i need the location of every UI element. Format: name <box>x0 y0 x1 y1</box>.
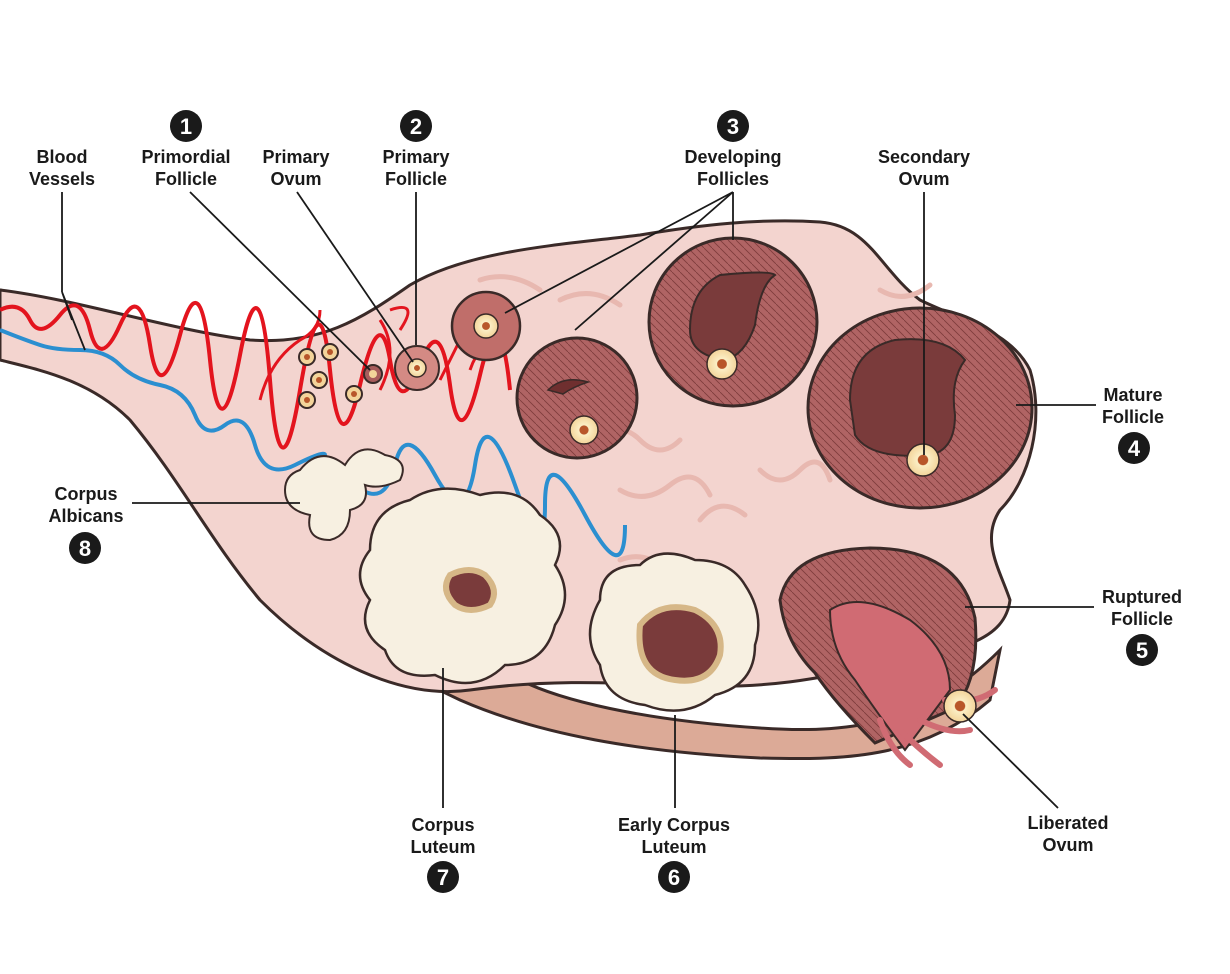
svg-text:Follicle: Follicle <box>155 169 217 189</box>
leader-lines <box>61 191 1096 809</box>
svg-text:Corpus: Corpus <box>55 484 118 504</box>
developing-follicle-small <box>450 290 522 362</box>
svg-text:Ovum: Ovum <box>898 169 949 189</box>
svg-text:Ovum: Ovum <box>1042 835 1093 855</box>
label-liberated-ovum: Liberated Ovum <box>1027 813 1108 855</box>
badge-5 <box>1126 634 1158 666</box>
svg-text:6: 6 <box>668 865 680 890</box>
svg-text:Albicans: Albicans <box>48 506 123 526</box>
svg-text:Luteum: Luteum <box>642 837 707 857</box>
corpus-luteum <box>358 487 567 685</box>
badge-4 <box>1118 432 1150 464</box>
svg-text:2: 2 <box>410 114 422 139</box>
svg-text:5: 5 <box>1136 638 1148 663</box>
label-mature-follicle: Mature Follicle 4 <box>1102 385 1164 464</box>
mature-follicle <box>806 306 1034 510</box>
svg-text:Mature: Mature <box>1103 385 1162 405</box>
svg-text:1: 1 <box>180 114 192 139</box>
svg-text:7: 7 <box>437 865 449 890</box>
svg-text:Primary: Primary <box>382 147 449 167</box>
primordial-follicles <box>298 343 383 409</box>
badge-1 <box>170 110 202 142</box>
svg-text:Blood: Blood <box>37 147 88 167</box>
label-primary-follicle: 2 Primary Follicle <box>382 110 450 189</box>
svg-text:Ovum: Ovum <box>270 169 321 189</box>
svg-text:Primordial: Primordial <box>141 147 230 167</box>
svg-text:Follicle: Follicle <box>1102 407 1164 427</box>
svg-text:Luteum: Luteum <box>411 837 476 857</box>
badge-3 <box>717 110 749 142</box>
svg-text:Follicle: Follicle <box>1111 609 1173 629</box>
badge-7 <box>427 861 459 893</box>
svg-text:Follicles: Follicles <box>697 169 769 189</box>
badge-8 <box>69 532 101 564</box>
developing-follicle-large <box>647 236 819 408</box>
svg-text:Follicle: Follicle <box>385 169 447 189</box>
svg-text:3: 3 <box>727 114 739 139</box>
svg-text:Corpus: Corpus <box>412 815 475 835</box>
svg-text:8: 8 <box>79 536 91 561</box>
corpus-albicans <box>283 448 404 542</box>
svg-text:Early Corpus: Early Corpus <box>618 815 730 835</box>
badge-6 <box>658 861 690 893</box>
label-early-corpus-luteum: Early Corpus Luteum 6 <box>618 815 730 893</box>
label-developing-follicles: 3 Developing Follicles <box>684 110 782 189</box>
svg-text:Secondary: Secondary <box>878 147 970 167</box>
label-ruptured-follicle: Ruptured Follicle 5 <box>1102 587 1182 666</box>
label-corpus-luteum: Corpus Luteum 7 <box>411 815 476 893</box>
developing-follicle-medium <box>515 336 639 460</box>
label-primordial-follicle: 1 Primordial Follicle <box>141 110 231 189</box>
svg-text:4: 4 <box>1128 436 1141 461</box>
badge-2 <box>400 110 432 142</box>
ruptured-follicle <box>778 546 998 768</box>
label-primary-ovum: Primary Ovum <box>262 147 329 189</box>
svg-text:Primary: Primary <box>262 147 329 167</box>
primary-follicle <box>394 345 440 391</box>
svg-text:Ruptured: Ruptured <box>1102 587 1182 607</box>
early-corpus-luteum <box>588 552 760 712</box>
svg-text:Liberated: Liberated <box>1027 813 1108 833</box>
label-secondary-ovum: Secondary Ovum <box>878 147 970 189</box>
svg-text:Vessels: Vessels <box>29 169 95 189</box>
label-corpus-albicans: Corpus Albicans 8 <box>48 484 124 564</box>
svg-text:Developing: Developing <box>684 147 781 167</box>
label-blood-vessels: Blood Vessels <box>29 147 95 189</box>
